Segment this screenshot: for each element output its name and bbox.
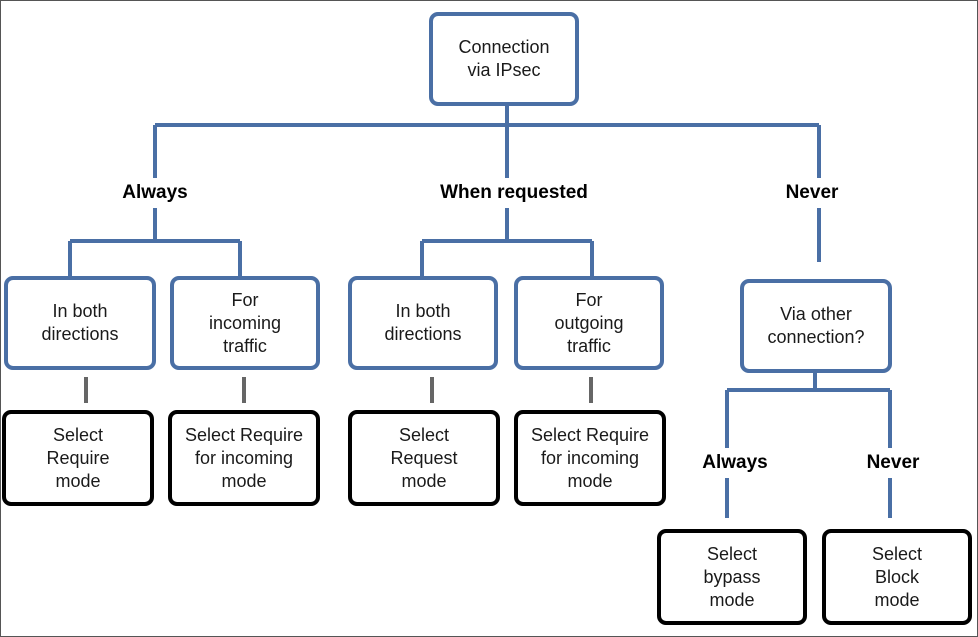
sub-branch-never-label: Never [860, 452, 926, 474]
action-text: Select Block mode [871, 543, 923, 610]
action-text: Select Request mode [390, 424, 458, 491]
action-text: Select Require for incoming mode [184, 424, 304, 491]
action-require: Select Require mode [2, 410, 154, 506]
condition-text: For outgoing traffic [554, 289, 624, 356]
condition-text: In both directions [41, 301, 119, 344]
action-text: Select bypass mode [703, 543, 761, 610]
branch-always-label: Always [116, 182, 194, 204]
condition-text: In both directions [384, 301, 462, 344]
root-label: Connection via IPsec [458, 37, 550, 80]
condition-never-other: Via other connection? [740, 279, 892, 373]
action-require-incoming-1: Select Require for incoming mode [168, 410, 320, 506]
sub-branch-always-label: Always [696, 452, 774, 474]
condition-always-both: In both directions [4, 276, 156, 370]
action-bypass: Select bypass mode [657, 529, 807, 625]
action-text: Select Require for incoming mode [530, 424, 650, 491]
condition-text: For incoming traffic [208, 289, 282, 356]
branch-never-label: Never [779, 182, 845, 204]
action-block: Select Block mode [822, 529, 972, 625]
action-require-incoming-2: Select Require for incoming mode [514, 410, 666, 506]
condition-text: Via other connection? [767, 304, 865, 347]
condition-always-incoming: For incoming traffic [170, 276, 320, 370]
branch-when-requested-label: When requested [434, 182, 594, 204]
condition-requested-both: In both directions [348, 276, 498, 370]
root-node: Connection via IPsec [429, 12, 579, 106]
action-text: Select Require mode [46, 424, 110, 491]
action-request: Select Request mode [348, 410, 500, 506]
condition-requested-outgoing: For outgoing traffic [514, 276, 664, 370]
